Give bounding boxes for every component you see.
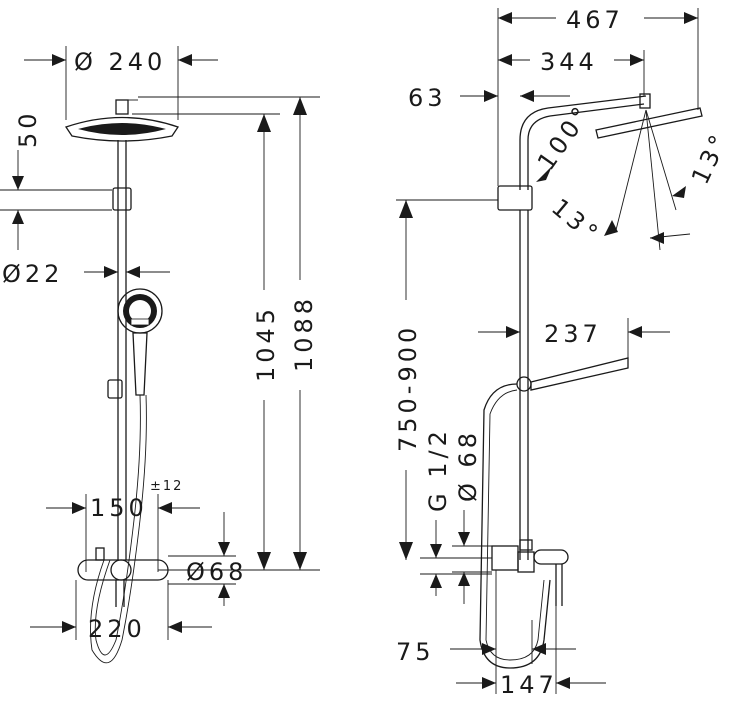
label-tilt-13-b: 13°	[686, 127, 734, 188]
hand-shower	[90, 288, 163, 664]
label-head-height: 50	[14, 109, 42, 148]
overhead-shower-head	[64, 99, 180, 142]
dim-inlet-spacing: 150 ±12	[46, 479, 200, 572]
label-tilt-13-a: 13°	[546, 193, 606, 250]
dim-adjust-range: 750-900	[394, 199, 498, 560]
dim-rosette: Ø68	[168, 512, 247, 606]
label-arm-total: 467	[566, 6, 624, 34]
dim-head-diameter: Ø 240	[24, 46, 218, 120]
label-rail-diameter: Ø22	[2, 260, 63, 288]
label-height-1088: 1088	[290, 295, 318, 372]
head-connector	[115, 99, 129, 115]
label-head-diameter: Ø 240	[74, 48, 166, 76]
dim-arm: 467 344 63	[408, 6, 699, 186]
label-offset-75: 75	[396, 638, 435, 666]
dim-head-height: 50	[0, 109, 112, 250]
label-offset-147: 147	[500, 671, 558, 699]
dim-mixer-width: 220	[30, 580, 212, 643]
dim-heights: 1045 1088	[132, 96, 320, 571]
label-inlet-tolerance: ±12	[150, 479, 183, 494]
dim-offsets: 75 147	[396, 570, 606, 699]
dim-thread-rosette: G 1/2 Ø 68	[420, 427, 492, 604]
dim-hand-arm: 237	[478, 318, 670, 358]
left-front-view: Ø 240 50 Ø22	[0, 46, 320, 664]
hand-shower-holder	[107, 379, 123, 399]
label-tilt-100: 100°	[532, 99, 597, 176]
hand-shower-holder-side	[516, 376, 532, 392]
label-rosette-diameter: Ø68	[186, 558, 247, 586]
hose	[94, 394, 141, 656]
rail-clamp	[112, 187, 132, 211]
hand-shower-side	[530, 357, 629, 391]
shower-arm-outer	[519, 95, 647, 190]
rail-clamp-side	[497, 185, 533, 211]
mixer-lever	[95, 547, 105, 561]
mixer-body	[77, 547, 169, 607]
label-inlet-spacing: 150	[90, 494, 148, 522]
mixer-side	[533, 549, 569, 565]
shower-arm-inner	[527, 103, 645, 190]
label-height-1045: 1045	[252, 305, 280, 382]
label-wall-offset: 63	[408, 84, 447, 112]
head-nozzle-plate	[78, 123, 166, 135]
hose-side	[479, 383, 551, 669]
label-thread: G 1/2	[424, 427, 452, 512]
tilted-shower-head	[595, 107, 703, 139]
label-hand-arm: 237	[544, 320, 602, 348]
label-adjust-range: 750-900	[394, 324, 422, 452]
right-side-view: 467 344 63 100° 13° 13°	[394, 6, 734, 699]
label-rosette-side: Ø 68	[454, 429, 482, 502]
dim-rail-diameter: Ø22	[2, 260, 170, 288]
label-arm-length: 344	[540, 48, 598, 76]
label-mixer-width: 220	[88, 615, 146, 643]
